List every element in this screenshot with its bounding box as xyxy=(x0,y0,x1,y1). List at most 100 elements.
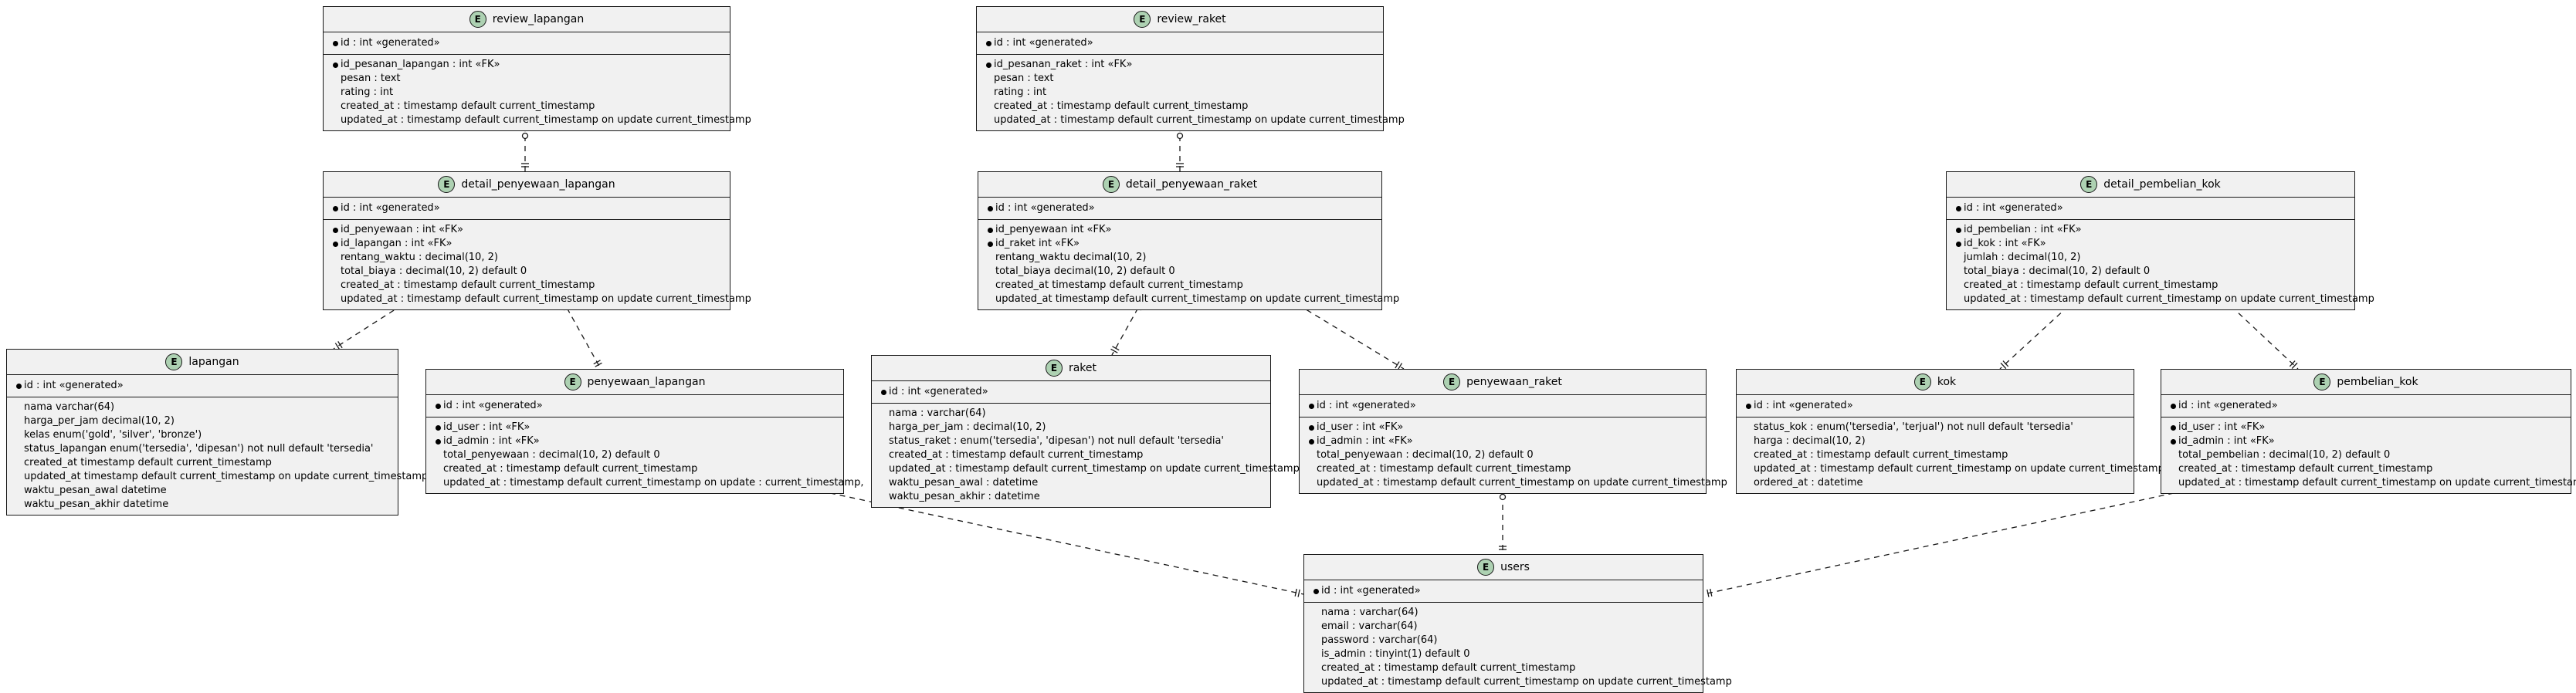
attribute-section: id_penyewaan int «FK»id_raket int «FK»re… xyxy=(978,220,1381,309)
entity-icon: E xyxy=(1914,374,1931,390)
key-icon xyxy=(986,63,991,68)
attribute-field: created_at : timestamp default current_t… xyxy=(1310,661,1696,675)
primary-key-section: id : int «generated» xyxy=(426,395,843,417)
key-marker xyxy=(983,41,994,46)
attribute-field: waktu_pesan_akhir datetime xyxy=(13,498,391,512)
key-icon xyxy=(1956,206,1961,211)
field-text: updated_at : timestamp default current_t… xyxy=(1964,292,2374,306)
cardinality-bar xyxy=(1395,362,1399,369)
key-icon xyxy=(436,425,441,431)
foreign-key-field: id_penyewaan : int «FK» xyxy=(330,223,724,237)
key-marker xyxy=(2168,425,2178,431)
attribute-field: harga_per_jam : decimal(10, 2) xyxy=(878,421,1264,434)
attribute-field: total_biaya : decimal(10, 2) default 0 xyxy=(330,265,724,279)
key-icon xyxy=(1956,228,1961,233)
key-marker xyxy=(330,242,341,247)
primary-key-section: id : int «generated» xyxy=(7,375,398,397)
cardinality-one xyxy=(521,164,529,167)
field-text: nama varchar(64) xyxy=(24,401,114,414)
field-text: id_penyewaan int «FK» xyxy=(995,223,1111,237)
entity-name: kok xyxy=(1937,376,1956,388)
primary-key-field: id : int «generated» xyxy=(1743,399,2127,413)
field-text: created_at : timestamp default current_t… xyxy=(1754,448,2008,462)
field-text: rentang_waktu decimal(10, 2) xyxy=(995,251,1146,265)
cardinality-one xyxy=(1295,589,1300,597)
key-marker xyxy=(1306,439,1317,445)
key-icon xyxy=(436,404,441,409)
field-text: id_admin : int «FK» xyxy=(2178,434,2275,448)
primary-key-section: id : int «generated» xyxy=(1737,395,2134,417)
attribute-field: updated_at : timestamp default current_t… xyxy=(2168,476,2564,490)
primary-key-field: id : int «generated» xyxy=(13,379,391,393)
field-text: updated_at : timestamp default current_t… xyxy=(1317,476,1727,490)
attribute-field: created_at : timestamp default current_t… xyxy=(878,448,1264,462)
field-text: created_at : timestamp default current_t… xyxy=(2178,462,2432,476)
foreign-key-field: id_admin : int «FK» xyxy=(1306,434,1700,448)
key-marker xyxy=(330,41,341,46)
field-text: id_penyewaan : int «FK» xyxy=(341,223,463,237)
foreign-key-field: id_pesanan_lapangan : int «FK» xyxy=(330,58,724,72)
primary-key-section: id : int «generated» xyxy=(324,32,730,55)
entity-icon: E xyxy=(1134,11,1151,28)
field-text: id_user : int «FK» xyxy=(1317,421,1403,434)
key-icon xyxy=(881,390,886,395)
attribute-section: id_user : int «FK»id_admin : int «FK»tot… xyxy=(2161,417,2571,493)
field-text: updated_at : timestamp default current_t… xyxy=(1321,675,1732,689)
entity-icon: E xyxy=(438,176,455,193)
field-text: id_admin : int «FK» xyxy=(1317,434,1413,448)
field-text: ordered_at : datetime xyxy=(1754,476,1863,490)
field-text: updated_at : timestamp default current_t… xyxy=(443,476,863,490)
key-icon xyxy=(333,242,338,247)
attribute-section: id_user : int «FK»id_admin : int «FK»tot… xyxy=(426,417,843,493)
attribute-section: id_user : int «FK»id_admin : int «FK»tot… xyxy=(1300,417,1706,493)
field-text: created_at : timestamp default current_t… xyxy=(1317,462,1571,476)
entity-name: review_raket xyxy=(1157,13,1225,25)
attribute-field: updated_at : timestamp default current_t… xyxy=(330,113,724,127)
attribute-field: is_admin : tinyint(1) default 0 xyxy=(1310,647,1696,661)
cardinality-circle xyxy=(1500,495,1506,500)
attribute-field: updated_at timestamp default current_tim… xyxy=(13,470,391,484)
primary-key-field: id : int «generated» xyxy=(983,36,1377,50)
attribute-field: updated_at : timestamp default current_t… xyxy=(1310,675,1696,689)
entity-icon: E xyxy=(1046,360,1063,377)
entity-name: users xyxy=(1500,561,1530,573)
entity-icon: E xyxy=(165,353,182,370)
foreign-key-field: id_admin : int «FK» xyxy=(2168,434,2564,448)
field-text: created_at : timestamp default current_t… xyxy=(341,100,595,113)
cardinality-circle xyxy=(523,134,528,139)
attribute-section: nama : varchar(64)email : varchar(64)pas… xyxy=(1304,603,1703,692)
key-marker xyxy=(1953,242,1964,247)
attribute-field: harga : decimal(10, 2) xyxy=(1743,434,2127,448)
field-text: id_admin : int «FK» xyxy=(443,434,540,448)
field-text: waktu_pesan_akhir datetime xyxy=(24,498,168,512)
field-text: status_raket : enum('tersedia', 'dipesan… xyxy=(889,434,1224,448)
field-text: updated_at : timestamp default current_t… xyxy=(2178,476,2576,490)
attribute-field: total_penyewaan : decimal(10, 2) default… xyxy=(432,448,837,462)
key-marker xyxy=(878,390,889,395)
field-text: rentang_waktu : decimal(10, 2) xyxy=(341,251,498,265)
attribute-field: updated_at : timestamp default current_t… xyxy=(1306,476,1700,490)
entity-name: detail_pembelian_kok xyxy=(2103,178,2221,191)
field-text: id : int «generated» xyxy=(341,201,440,215)
field-text: created_at : timestamp default current_t… xyxy=(341,279,595,292)
foreign-key-field: id_user : int «FK» xyxy=(432,421,837,434)
field-text: pesan : text xyxy=(994,72,1054,86)
key-icon xyxy=(988,228,993,233)
field-text: updated_at : timestamp default current_t… xyxy=(341,113,751,127)
entity-name: lapangan xyxy=(188,356,239,368)
primary-key-section: id : int «generated» xyxy=(872,381,1270,404)
field-text: harga_per_jam decimal(10, 2) xyxy=(24,414,175,428)
cardinality-circle xyxy=(1178,134,1183,139)
attribute-field: nama : varchar(64) xyxy=(1310,606,1696,620)
